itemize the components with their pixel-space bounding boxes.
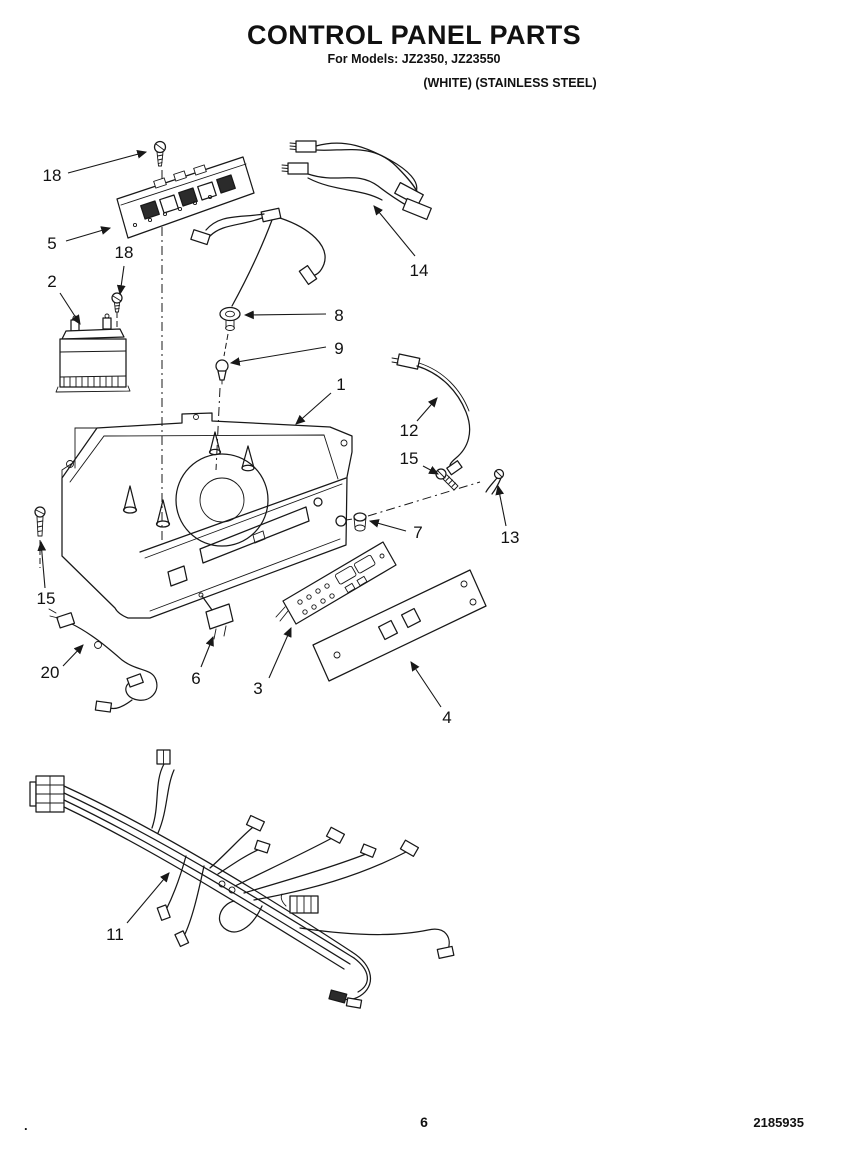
screw-18-top — [153, 140, 167, 167]
wire-part-12 — [391, 353, 471, 476]
callout-15-right: 15 — [400, 449, 419, 468]
wire-harness-part-14 — [281, 140, 432, 221]
wire-loom-mid — [190, 207, 326, 307]
plug-part-7 — [353, 512, 367, 532]
callout-20: 20 — [41, 663, 60, 682]
callout-labels: 18 5 18 2 8 9 1 14 12 15 13 7 15 20 6 3 … — [37, 166, 520, 944]
callout-14: 14 — [410, 261, 429, 280]
callout-11: 11 — [106, 925, 124, 944]
screw-18-lower — [111, 292, 123, 313]
footer-left-mark: . — [24, 1118, 28, 1133]
callout-5: 5 — [47, 234, 56, 253]
leader-lines — [37, 150, 507, 924]
main-wire-harness-part-11 — [29, 749, 455, 1009]
callout-18-lower: 18 — [115, 243, 134, 262]
bulb-part-9 — [215, 359, 229, 385]
callout-6: 6 — [191, 669, 200, 688]
circuit-board-part-5 — [116, 156, 255, 239]
transformer-part-2 — [55, 313, 131, 393]
callout-18-top: 18 — [43, 166, 62, 185]
wire-part-20 — [48, 608, 158, 713]
assembly-axis-lines — [39, 170, 481, 568]
page-title: CONTROL PANEL PARTS — [246, 20, 582, 50]
control-panel-housing-part-1 — [61, 412, 353, 619]
screw-part-15-left — [34, 506, 46, 537]
callout-4: 4 — [442, 708, 451, 727]
callout-13: 13 — [501, 528, 520, 547]
finish-line: (WHITE) (STAINLESS STEEL) — [423, 76, 597, 90]
callout-8: 8 — [334, 306, 343, 325]
models-line: For Models: JZ2350, JZ23550 — [327, 52, 501, 66]
footer-page-number: 6 — [420, 1114, 428, 1130]
callout-9: 9 — [334, 339, 343, 358]
footer-document-number: 2185935 — [753, 1115, 804, 1130]
clip-part-13 — [485, 468, 505, 495]
callout-7: 7 — [413, 523, 422, 542]
callout-1: 1 — [336, 375, 345, 394]
callout-2: 2 — [47, 272, 56, 291]
front-panel-part-4 — [312, 569, 487, 682]
callout-3: 3 — [253, 679, 262, 698]
switch-part-6 — [198, 592, 234, 640]
membrane-board-part-3 — [275, 541, 397, 625]
grommet-part-8 — [219, 306, 241, 331]
callout-12: 12 — [400, 421, 419, 440]
callout-15-left: 15 — [37, 589, 56, 608]
